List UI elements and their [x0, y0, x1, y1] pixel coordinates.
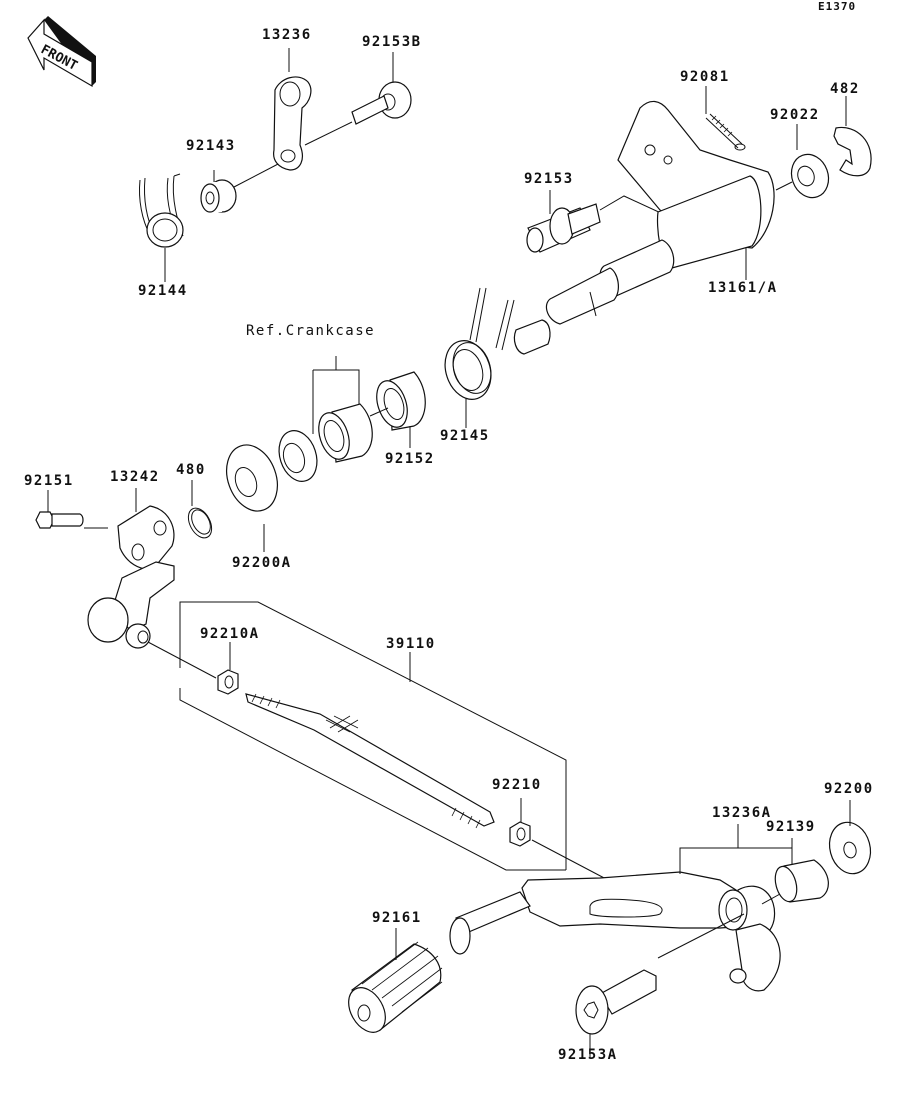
label-92144[interactable]: 92144: [138, 283, 188, 299]
label-92200A[interactable]: 92200A: [232, 555, 292, 571]
label-92022[interactable]: 92022: [770, 107, 820, 123]
label-13236[interactable]: 13236: [262, 27, 312, 43]
part-13236-lever[interactable]: [273, 76, 312, 171]
part-92200-washer[interactable]: [824, 818, 876, 879]
label-92210A[interactable]: 92210A: [200, 626, 260, 642]
label-480[interactable]: 480: [176, 462, 206, 478]
part-92210A-nut[interactable]: [217, 669, 239, 695]
label-13242[interactable]: 13242: [110, 469, 160, 485]
diagram-code: E1370: [818, 0, 857, 13]
part-480-circlip[interactable]: [184, 504, 217, 542]
part-92153-bolt[interactable]: [526, 203, 601, 253]
label-13161A[interactable]: 13161/A: [708, 280, 778, 296]
label-39110[interactable]: 39110: [386, 636, 436, 652]
label-92153[interactable]: 92153: [524, 171, 574, 187]
label-13236A[interactable]: 13236A: [712, 805, 772, 821]
part-92139-bushing[interactable]: [772, 859, 829, 904]
part-92144-spring[interactable]: [139, 173, 184, 248]
label-92210[interactable]: 92210: [492, 777, 542, 793]
part-92145-spring[interactable]: [438, 287, 515, 405]
label-92161[interactable]: 92161: [372, 910, 422, 926]
part-92143-collar[interactable]: [200, 179, 237, 213]
part-482-circlip[interactable]: [833, 126, 872, 177]
part-92022-washer[interactable]: [786, 149, 835, 203]
label-92153A[interactable]: 92153A: [558, 1047, 618, 1063]
label-92151[interactable]: 92151: [24, 473, 74, 489]
label-92143[interactable]: 92143: [186, 138, 236, 154]
label-92153B[interactable]: 92153B: [362, 34, 422, 50]
part-13242-shift-arm[interactable]: [87, 505, 175, 649]
label-92152[interactable]: 92152: [385, 451, 435, 467]
part-92200A-washer[interactable]: [218, 438, 286, 518]
front-arrow-icon: FRONT: [27, 16, 96, 88]
part-bearing-crankcase[interactable]: [273, 426, 323, 487]
label-92139[interactable]: 92139: [766, 819, 816, 835]
part-92151-bolt[interactable]: [35, 511, 84, 529]
part-92153B-bolt[interactable]: [351, 81, 412, 125]
part-92152-collar[interactable]: [371, 371, 426, 431]
part-39110-tie-rod[interactable]: [245, 693, 495, 829]
label-482[interactable]: 482: [830, 81, 860, 97]
part-13161A-shift-mechanism[interactable]: [513, 100, 775, 355]
part-92081-spring[interactable]: [705, 113, 746, 151]
label-92200[interactable]: 92200: [824, 781, 874, 797]
part-needle-bearing-crankcase[interactable]: [313, 403, 373, 463]
label-ref-crankcase[interactable]: Ref.Crankcase: [246, 323, 376, 339]
label-92145[interactable]: 92145: [440, 428, 490, 444]
label-92081[interactable]: 92081: [680, 69, 730, 85]
part-92153A-bolt[interactable]: [575, 969, 657, 1035]
part-92210-nut[interactable]: [509, 821, 531, 847]
part-13236A-shift-pedal[interactable]: [449, 871, 781, 992]
part-92161-pedal-rubber[interactable]: [341, 941, 443, 1039]
